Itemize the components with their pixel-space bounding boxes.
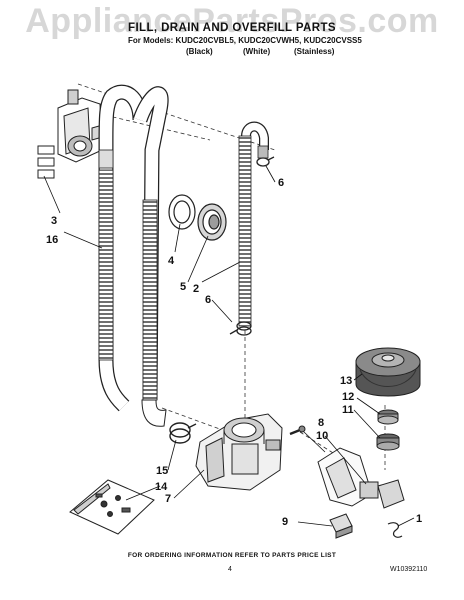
motor-seal	[377, 409, 399, 425]
wash-pump-motor	[355, 347, 421, 397]
tube-clamp-lower	[229, 321, 252, 336]
watermark-text: AppliancePartsPros.com	[25, 2, 439, 40]
callout-5: 5	[180, 281, 186, 293]
callout-3: 3	[51, 215, 57, 227]
parts-bag	[69, 479, 155, 535]
page-number: 4	[228, 566, 232, 573]
callout-15: 15	[156, 465, 168, 477]
callout-9: 9	[282, 516, 288, 528]
callout-11: 11	[342, 404, 354, 416]
callout-7: 7	[165, 493, 171, 505]
callout-10: 10	[316, 430, 328, 442]
model-list: For Models: KUDC20CVBL5, KUDC20CVWH5, KU…	[128, 36, 362, 45]
drain-seal	[197, 203, 227, 241]
callout-8: 8	[318, 417, 324, 429]
color-label-white: (White)	[243, 47, 271, 56]
tube-clamp-upper	[256, 156, 275, 167]
callout-4: 4	[168, 255, 175, 267]
fill-hose	[132, 86, 169, 427]
pump-assembly	[195, 413, 283, 491]
color-label-black: (Black)	[186, 47, 213, 56]
callout-14: 14	[155, 481, 168, 493]
motor-gasket	[376, 433, 400, 451]
vent-assembly	[37, 89, 107, 179]
callout-labels: 3 16 4 5 2 6 6 13 12 11 8 10 15 14 7 9 1	[46, 177, 422, 528]
page-title: FILL, DRAIN AND OVERFILL PARTS	[128, 22, 336, 34]
callout-13: 13	[340, 375, 352, 387]
drain-hose	[98, 84, 148, 412]
grommet-seal	[168, 194, 196, 230]
corrugated-fill-tube	[238, 121, 269, 327]
color-label-stainless: (Stainless)	[294, 47, 335, 56]
wire-connector	[329, 513, 353, 539]
mounting-screw	[289, 425, 306, 436]
document-number: W10392110	[390, 566, 428, 573]
hose-clamp	[169, 422, 197, 444]
callout-2: 2	[193, 283, 199, 295]
callout-6-upper: 6	[278, 177, 284, 189]
callout-6-lower: 6	[205, 294, 211, 306]
callout-12: 12	[342, 391, 354, 403]
callout-16: 16	[46, 234, 58, 246]
pump-bracket	[317, 447, 405, 509]
callout-1: 1	[416, 513, 422, 525]
wire-spring	[387, 522, 403, 538]
ordering-note: FOR ORDERING INFORMATION REFER TO PARTS …	[127, 552, 337, 559]
